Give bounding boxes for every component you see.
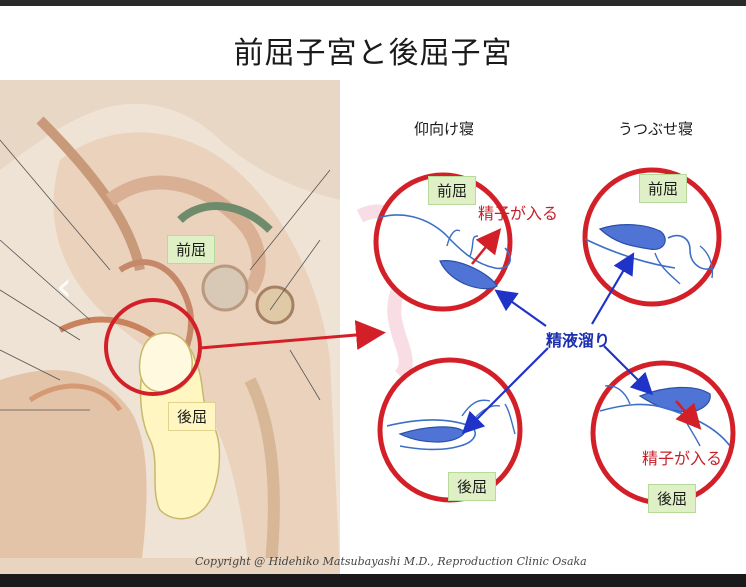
copyright-text: Copyright @ Hidehiko Matsubayashi M.D., … [195, 555, 587, 568]
label-retroflexion-anatomy: 後屈 [168, 402, 217, 431]
pool-arrow-bl [461, 347, 549, 435]
annotation-sperm-enters-top: 精子が入る [478, 204, 559, 223]
pool-arrow-br [603, 345, 654, 396]
circle-prone-retroflexion [590, 360, 736, 506]
slide: 前屈子宮と後屈子宮 [0, 6, 746, 574]
connector-arrow [199, 320, 386, 350]
sperm-arrow-top [471, 228, 502, 265]
slide-title: 前屈子宮と後屈子宮 [233, 36, 513, 71]
label-circle-bottom-right: 後屈 [648, 484, 697, 513]
pool-arrow-tr [591, 252, 635, 325]
top-bar [0, 0, 746, 6]
label-circle-bottom-left: 後屈 [448, 472, 497, 501]
label-circle-top-left: 前屈 [428, 176, 477, 205]
prev-slide-button[interactable]: ‹ [56, 264, 72, 310]
column-supine: 仰向け寝 [414, 120, 475, 138]
annotation-semen-pool: 精液溜り [546, 331, 611, 350]
flexion-diagram [104, 167, 736, 506]
pool-arrow-tl [494, 289, 547, 327]
column-prone: うつぶせ寝 [618, 120, 694, 138]
highlight-circle [104, 298, 202, 396]
annotation-sperm-enters-bottom: 精子が入る [642, 449, 723, 468]
label-circle-top-right: 前屈 [639, 174, 688, 203]
label-anteflexion-anatomy: 前屈 [167, 235, 216, 264]
sperm-arrow-bottom [675, 400, 702, 430]
next-slide-button[interactable]: › [670, 264, 686, 310]
anatomy-illustration [0, 80, 340, 574]
bottom-bar [0, 574, 746, 587]
